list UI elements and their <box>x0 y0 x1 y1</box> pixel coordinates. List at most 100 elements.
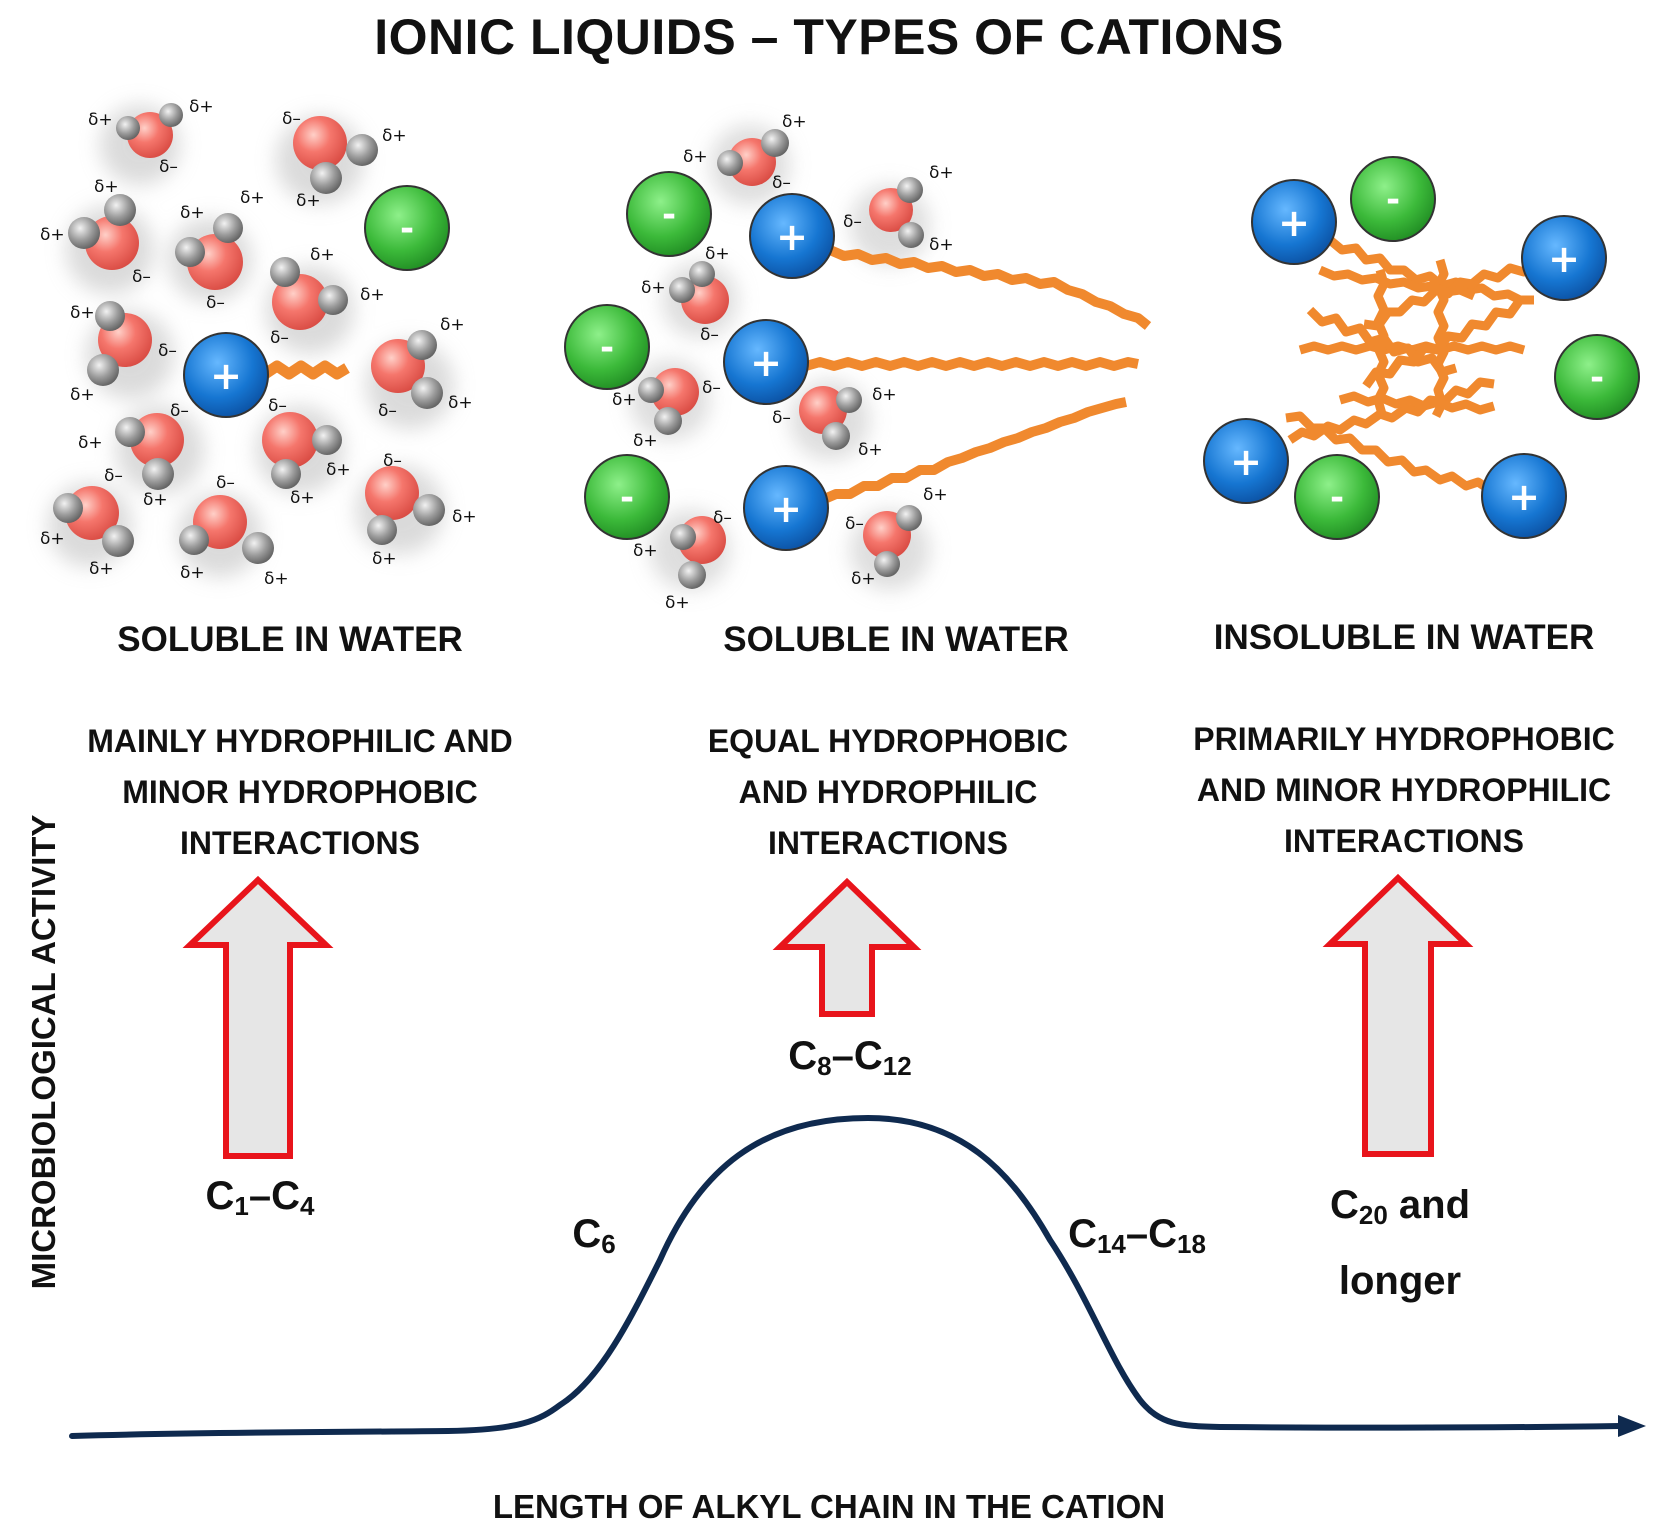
svg-text:δ+: δ+ <box>633 541 658 561</box>
anion: - <box>564 304 650 390</box>
svg-text:δ+: δ+ <box>70 303 95 323</box>
panel-2-solubility: SOLUBLE IN WATER <box>723 620 1069 659</box>
svg-text:δ+: δ+ <box>310 245 335 265</box>
svg-text:δ+: δ+ <box>641 278 666 298</box>
anion-sign: - <box>600 328 614 368</box>
svg-text:δ+: δ+ <box>929 235 954 255</box>
svg-text:δ+: δ+ <box>872 385 897 405</box>
panel-1-solubility: SOLUBLE IN WATER <box>117 620 463 659</box>
svg-text:δ–: δ– <box>159 157 178 177</box>
svg-text:δ+: δ+ <box>360 285 385 305</box>
cation: + <box>749 193 835 279</box>
svg-text:δ+: δ+ <box>296 191 321 211</box>
cation: + <box>743 465 829 551</box>
water-molecule <box>869 177 924 248</box>
panel-3-solubility: INSOLUBLE IN WATER <box>1213 618 1595 657</box>
svg-text:δ+: δ+ <box>189 97 214 117</box>
svg-text:δ–: δ– <box>170 401 189 421</box>
svg-text:δ+: δ+ <box>290 488 315 508</box>
water-molecule <box>293 116 378 194</box>
water-molecule <box>669 261 729 324</box>
water-molecule <box>179 495 274 564</box>
svg-text:δ–: δ– <box>383 451 402 471</box>
cation: + <box>1251 179 1337 265</box>
water-molecule <box>799 386 862 450</box>
svg-text:δ+: δ+ <box>665 593 690 613</box>
panel-2-illustration: + + + - - - δ+ δ+ δ– δ+ δ– δ+ δ+ <box>564 112 1152 613</box>
cation: + <box>183 332 269 418</box>
svg-text:δ+: δ+ <box>89 559 114 579</box>
svg-text:δ–: δ– <box>268 396 287 416</box>
water-molecule <box>670 516 726 589</box>
x-axis-label: LENGTH OF ALKYL CHAIN IN THE CATION <box>492 1488 1166 1525</box>
panel-1-interactions: MAINLY HYDROPHILIC AND MINOR HYDROPHOBIC… <box>87 723 513 861</box>
activity-curve <box>69 1114 1623 1439</box>
svg-text:δ+: δ+ <box>382 126 407 146</box>
svg-text:δ+: δ+ <box>326 460 351 480</box>
svg-text:δ–: δ– <box>713 508 732 528</box>
up-arrow-long-chain <box>1322 873 1474 1157</box>
up-arrow-medium-chain <box>772 877 922 1017</box>
cation-sign: + <box>750 341 782 385</box>
svg-text:δ+: δ+ <box>70 385 95 405</box>
svg-text:δ–: δ– <box>845 514 864 534</box>
svg-text:δ–: δ– <box>702 378 721 398</box>
water-molecule <box>116 103 183 158</box>
svg-text:δ+: δ+ <box>240 188 265 208</box>
svg-text:δ+: δ+ <box>40 225 65 245</box>
svg-text:δ–: δ– <box>378 401 397 421</box>
svg-text:δ–: δ– <box>282 109 301 129</box>
svg-text:δ+: δ+ <box>782 112 807 132</box>
water-molecule <box>53 486 134 557</box>
anion-sign: - <box>620 478 634 518</box>
anion-sign: - <box>400 209 414 249</box>
y-axis-label: MICROBIOLOGICAL ACTIVITY <box>25 814 62 1290</box>
up-arrow-short-chain <box>182 875 334 1159</box>
svg-text:δ+: δ+ <box>705 244 730 264</box>
diagram-title: IONIC LIQUIDS – TYPES OF CATIONS <box>374 9 1284 65</box>
anion: - <box>1294 454 1380 540</box>
anion: - <box>1554 334 1640 420</box>
alkyl-chains <box>804 245 1152 505</box>
svg-text:δ+: δ+ <box>78 433 103 453</box>
partial-charges: δ+ δ+ δ– δ+ δ– δ+ δ+ δ+ δ– δ– δ+ δ+ δ– δ… <box>612 112 954 613</box>
svg-text:δ+: δ+ <box>143 490 168 510</box>
svg-text:δ+: δ+ <box>88 110 113 130</box>
anion-sign: - <box>1330 478 1344 518</box>
water-molecule <box>115 413 184 490</box>
chain-label-c6: C6 <box>572 1212 616 1259</box>
svg-text:δ+: δ+ <box>180 203 205 223</box>
cation-sign: + <box>1278 201 1310 245</box>
cation: + <box>723 319 809 405</box>
chain-label-c20-longer: C20 and longer <box>1329 1183 1471 1303</box>
tangled-chains <box>1285 236 1563 494</box>
svg-text:δ+: δ+ <box>94 177 119 197</box>
cation-sign: + <box>1230 440 1262 484</box>
water-molecule <box>717 129 789 186</box>
water-molecule <box>365 466 445 545</box>
water-molecule <box>863 505 922 577</box>
water-molecule <box>638 368 699 435</box>
water-molecule <box>68 194 139 270</box>
cation-sign: + <box>770 487 802 531</box>
water-molecule <box>87 301 152 386</box>
svg-text:δ–: δ– <box>104 466 123 486</box>
cation-sign: + <box>1508 475 1540 519</box>
cation: + <box>1203 418 1289 504</box>
svg-text:δ+: δ+ <box>264 569 289 589</box>
partial-charges: δ+ δ+ δ– δ– δ+ δ+ δ+ δ+ δ– δ+ δ+ δ– δ+ δ… <box>40 97 477 589</box>
svg-text:δ+: δ+ <box>180 563 205 583</box>
cation-sign: + <box>210 354 242 398</box>
water-molecule <box>371 330 443 409</box>
chain-label-c14-c18: C14–C18 <box>1068 1212 1206 1259</box>
anion: - <box>626 171 712 257</box>
svg-text:δ+: δ+ <box>452 507 477 527</box>
cation: + <box>1481 453 1567 539</box>
anion-sign: - <box>1386 180 1400 220</box>
water-molecule <box>175 213 243 290</box>
svg-text:δ–: δ– <box>843 212 862 232</box>
svg-text:δ–: δ– <box>270 328 289 348</box>
svg-text:δ–: δ– <box>700 325 719 345</box>
svg-text:δ–: δ– <box>206 293 225 313</box>
